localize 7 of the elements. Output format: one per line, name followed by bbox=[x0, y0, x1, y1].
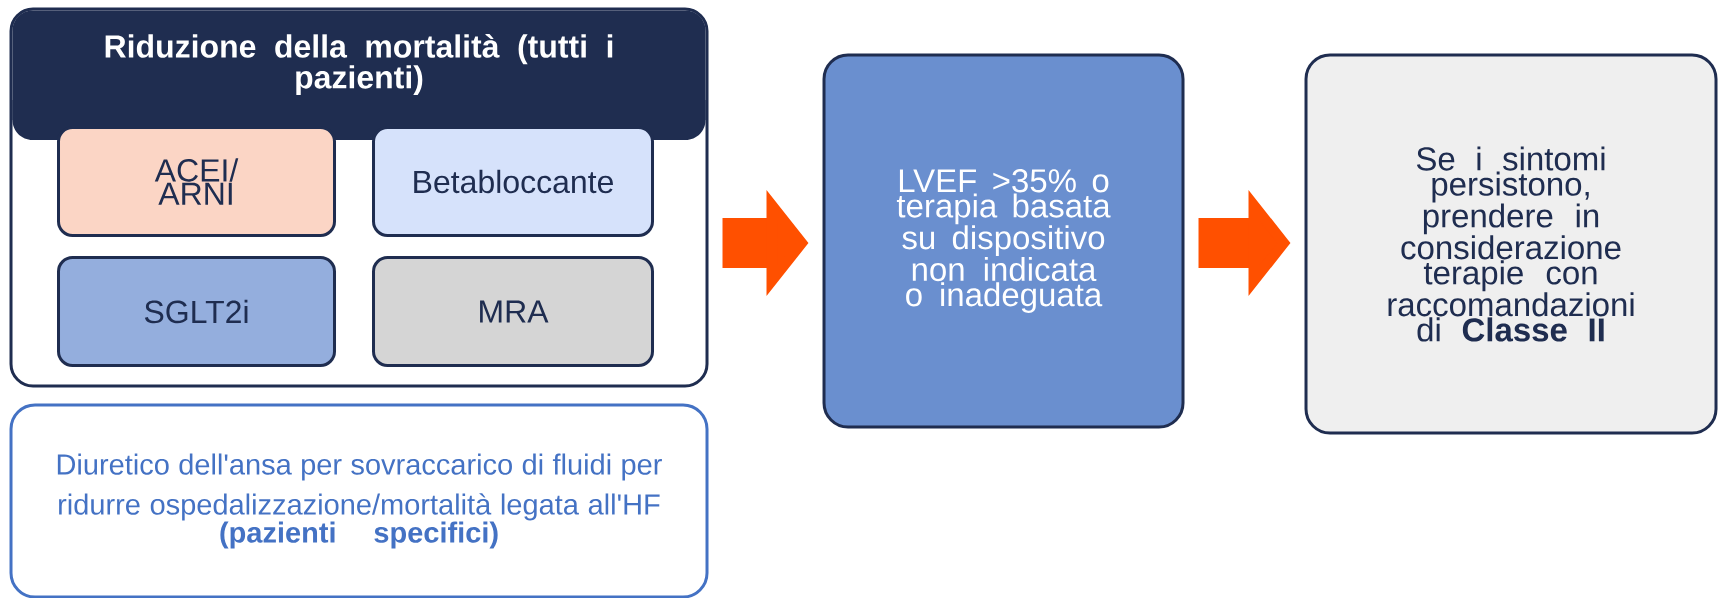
recommendation-box: Se i sintomi persistono, prendere in considerazione terapie con raccomandazioni di Classe II bbox=[1304, 53, 1718, 435]
therapy-box: SGLT2i bbox=[57, 256, 336, 367]
note-box: Diuretico dell'ansa per sovraccarico di fluidi per ridurre ospedalizzazione/mortalità legata all'HF (pazienti specifici) bbox=[9, 403, 709, 598]
therapy-box: Betabloccante bbox=[372, 126, 654, 237]
therapy-box: ACEI/ ARNI bbox=[57, 126, 336, 237]
therapy-box: MRA bbox=[372, 256, 654, 367]
condition-box: LVEF >35% o terapia basata su dispositivo non indicata o inadeguata bbox=[822, 53, 1185, 429]
